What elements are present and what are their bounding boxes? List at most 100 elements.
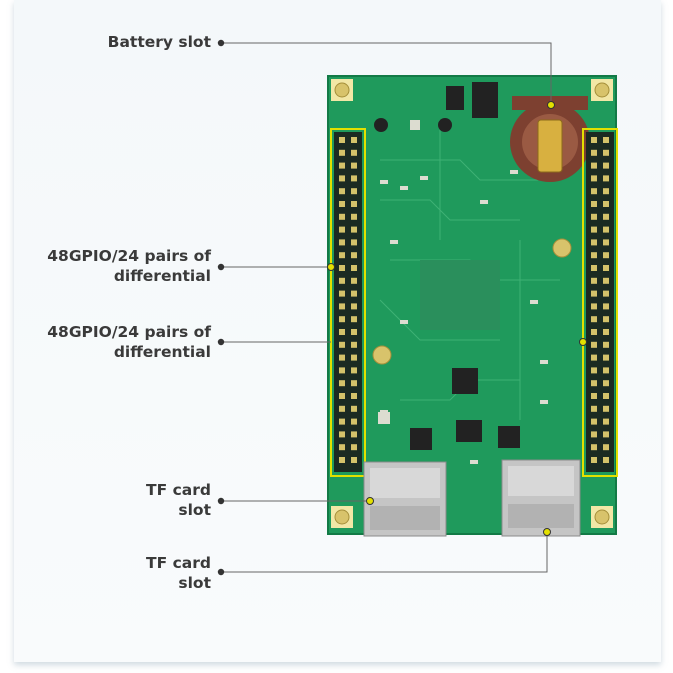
header-pin (591, 162, 597, 169)
header-pin (591, 329, 597, 335)
header-pin (591, 252, 597, 259)
header-pin (339, 329, 345, 335)
header-pin (591, 354, 597, 361)
header-pin (591, 175, 597, 182)
header-pin (591, 265, 597, 271)
header-pin (351, 444, 357, 451)
header-pin (339, 265, 345, 271)
header-pin (591, 149, 597, 156)
header-pin (339, 137, 345, 143)
header-pin (351, 213, 357, 220)
header-pin (339, 444, 345, 451)
header-pin (591, 444, 597, 451)
header-pin (591, 405, 597, 412)
header-pin (603, 329, 609, 335)
tf-card-1-label: TF card slot (146, 480, 211, 520)
tf-card-1-label-line2: slot (178, 501, 211, 519)
header-pin (591, 303, 597, 310)
header-pin (339, 188, 345, 195)
header-pin (351, 290, 357, 297)
header-pin (603, 175, 609, 182)
header-pin (591, 290, 597, 297)
header-pin (591, 457, 597, 463)
header-pin (351, 303, 357, 310)
header-pin (591, 213, 597, 220)
header-pin (351, 329, 357, 335)
header-pin (591, 316, 597, 323)
header-pin (591, 239, 597, 246)
header-pin (339, 457, 345, 463)
header-pin (603, 137, 609, 143)
header-pin (339, 405, 345, 412)
header-pin (351, 418, 357, 425)
header-pin (603, 226, 609, 233)
header-pin (339, 226, 345, 233)
header-pin (591, 431, 597, 438)
right-gpio-header (582, 128, 618, 477)
header-pin (603, 393, 609, 399)
header-pin (591, 201, 597, 207)
header-pin (351, 380, 357, 387)
header-pin (339, 341, 345, 348)
header-pin (339, 431, 345, 438)
header-pin (591, 226, 597, 233)
mounting-holes (331, 79, 613, 528)
header-pin (351, 393, 357, 399)
leader-dots (217, 39, 225, 576)
header-pin (603, 277, 609, 284)
header-pin (339, 252, 345, 259)
header-pin (591, 188, 597, 195)
header-pin (351, 201, 357, 207)
header-pin (351, 265, 357, 271)
header-pin (603, 367, 609, 374)
header-pin (603, 303, 609, 310)
header-pin (603, 380, 609, 387)
header-pin (603, 252, 609, 259)
header-pin (603, 354, 609, 361)
header-pin (351, 137, 357, 143)
header-pin (603, 149, 609, 156)
gpio-bottom-label: 48GPIO/24 pairs of differential (47, 322, 211, 362)
header-pin (591, 367, 597, 374)
header-pin (351, 457, 357, 463)
header-pin (339, 354, 345, 361)
header-pin (351, 405, 357, 412)
header-pin (603, 213, 609, 220)
battery-slot-label: Battery slot (108, 32, 211, 52)
header-pin (339, 277, 345, 284)
gpio-bottom-label-line2: differential (113, 343, 211, 361)
battery-holder (510, 96, 590, 182)
small-components (378, 120, 548, 464)
battery-slot-label-line1: Battery slot (107, 33, 211, 51)
header-pin (339, 162, 345, 169)
tf-card-slot-left (363, 461, 447, 537)
header-pin (603, 239, 609, 246)
header-pin (603, 316, 609, 323)
tf-card-slot-right (501, 459, 581, 537)
target-dots (327, 101, 587, 536)
header-pin (351, 149, 357, 156)
leader-lines (222, 42, 552, 573)
header-pin (603, 444, 609, 451)
header-pin (603, 162, 609, 169)
tf-card-2-label: TF card slot (146, 553, 211, 593)
header-pin (351, 316, 357, 323)
header-pin (591, 277, 597, 284)
header-pin (603, 418, 609, 425)
header-pin (351, 188, 357, 195)
header-pin (351, 277, 357, 284)
header-pin (351, 431, 357, 438)
header-pin (339, 213, 345, 220)
gpio-top-label-line1: 48GPIO/24 pairs of (47, 247, 211, 265)
header-pin (603, 457, 609, 463)
header-pin (339, 239, 345, 246)
chips (374, 82, 520, 450)
gpio-top-label-line2: differential (113, 267, 211, 285)
header-pin (603, 290, 609, 297)
header-pin (591, 341, 597, 348)
header-pin (351, 252, 357, 259)
header-pin (591, 393, 597, 399)
gpio-top-label: 48GPIO/24 pairs of differential (47, 246, 211, 286)
header-pin (339, 290, 345, 297)
